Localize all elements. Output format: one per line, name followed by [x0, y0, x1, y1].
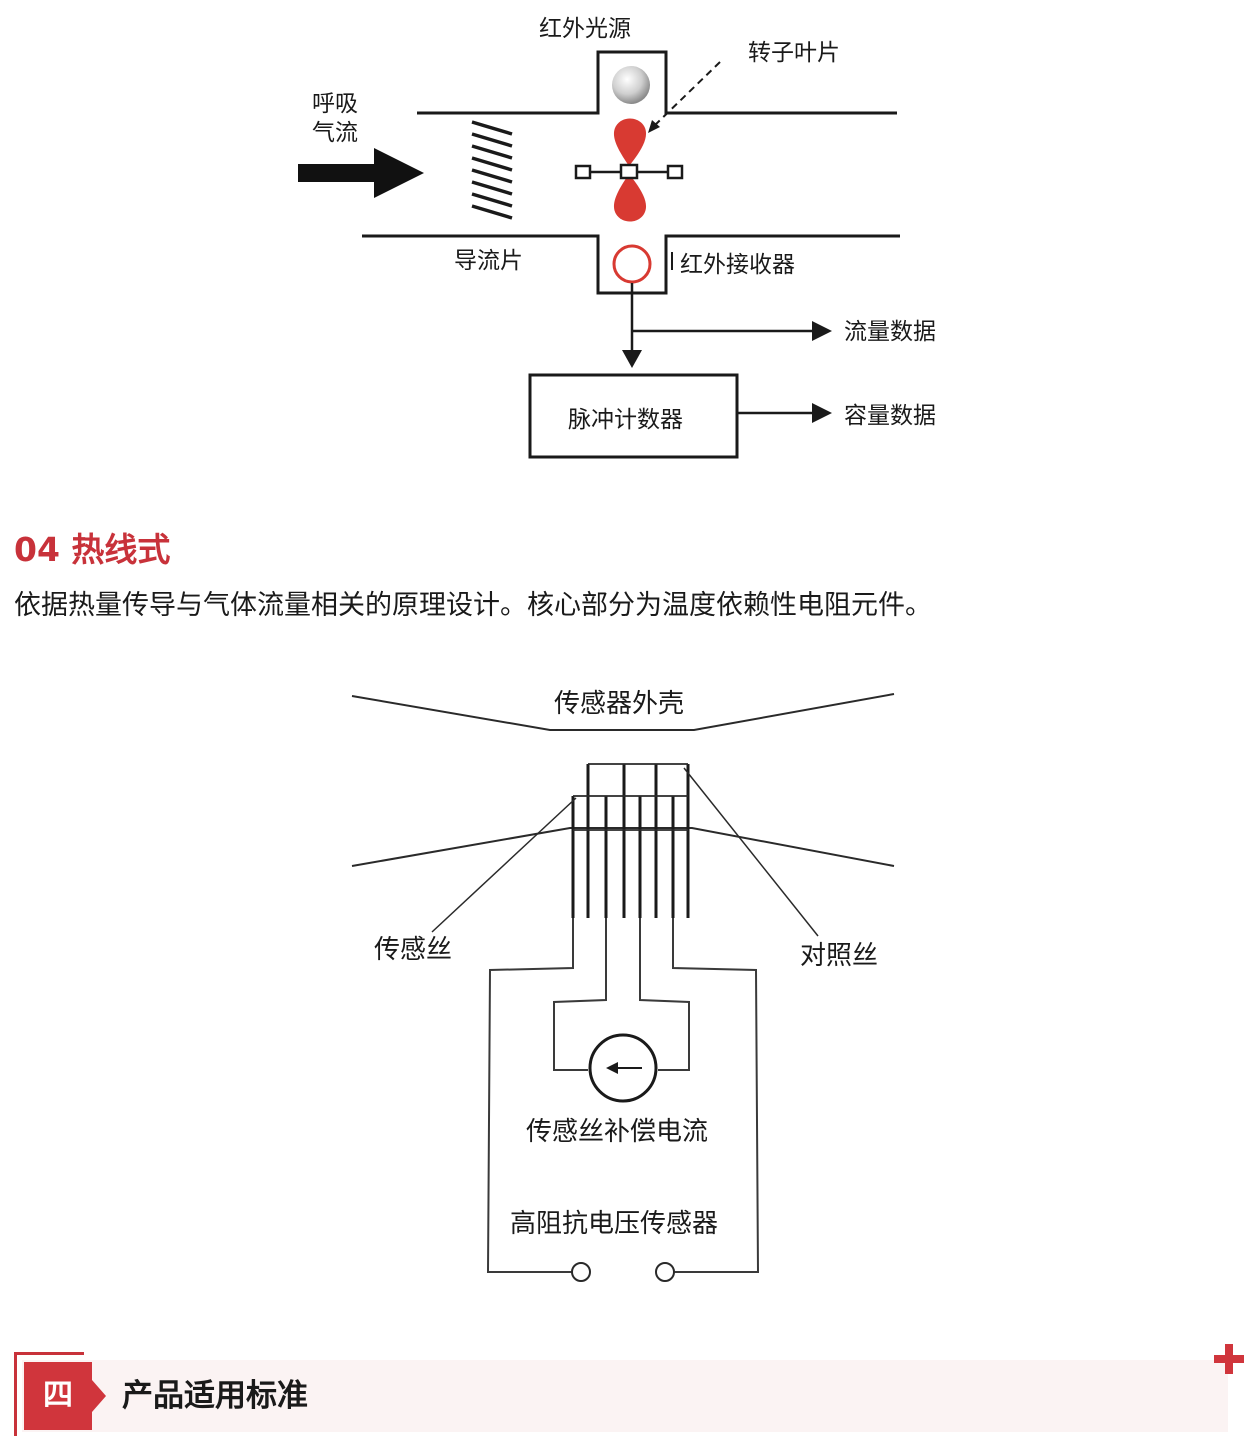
label-breath-airflow-1: 呼吸 — [312, 91, 358, 117]
housing-lower-line — [351, 827, 895, 867]
pulse-counter-box — [528, 373, 739, 459]
sensing-wire-leader — [431, 797, 577, 933]
counter-arrow-head — [622, 350, 642, 368]
label-ir-receiver: 红外接收器 — [680, 252, 795, 278]
chapter-number-pointer — [92, 1380, 106, 1412]
label-sensing-wire: 传感丝 — [374, 935, 452, 965]
current-direction-arrow — [606, 1062, 618, 1074]
turbine-flow-sensor-diagram: 红外光源 转子叶片 呼吸 气流 导流片 红外接收器 流量数据 脉冲计数器 容量数… — [298, 16, 936, 459]
label-breath-airflow-2: 气流 — [312, 120, 358, 146]
label-voltage-sensor: 高阻抗电压传感器 — [510, 1209, 718, 1239]
label-sensor-housing: 传感器外壳 — [554, 689, 684, 719]
flow-guide-vanes — [471, 120, 513, 220]
wire-grid — [571, 764, 690, 918]
section-body-text: 依据热量传导与气体流量相关的原理设计。核心部分为温度依赖性电阻元件。 — [14, 590, 932, 621]
volume-data-arrow-head — [812, 403, 832, 423]
circuit-wiring — [486, 918, 760, 1273]
label-flow-data: 流量数据 — [844, 319, 936, 345]
housing-upper-line — [351, 693, 895, 731]
chapter-number-badge: 四 — [24, 1362, 92, 1430]
section-heading: 04 热线式 — [14, 530, 171, 569]
hotwire-sensor-diagram: 传感器外壳 传感丝 对照丝 传感丝补偿电流 高阻抗电压传感器 — [351, 689, 895, 1282]
label-reference-wire: 对照丝 — [800, 941, 878, 971]
label-flow-guide: 导流片 — [454, 248, 523, 274]
chapter-header-frame — [14, 1352, 84, 1436]
ir-receiver-ring — [612, 244, 652, 284]
label-rotor-blade: 转子叶片 — [748, 40, 840, 66]
rotor-blade-top — [613, 118, 647, 166]
plus-icon[interactable] — [1212, 1342, 1246, 1376]
rotor-blade-bottom — [613, 174, 647, 222]
terminal-left — [571, 1262, 591, 1282]
rotor-blade-leader-head — [648, 120, 660, 133]
label-ir-source: 红外光源 — [539, 16, 631, 42]
airflow-arrow — [298, 148, 424, 198]
rotor-axle — [574, 163, 684, 180]
reference-wire-leader — [683, 767, 819, 937]
chapter-title: 产品适用标准 — [122, 1378, 308, 1414]
ir-source-ball — [612, 66, 650, 104]
flow-data-arrow-head — [812, 321, 832, 341]
label-compensation-current: 传感丝补偿电流 — [526, 1117, 708, 1147]
label-pulse-counter: 脉冲计数器 — [568, 407, 683, 433]
rotor-blade-leader — [653, 61, 721, 127]
terminal-right — [655, 1262, 675, 1282]
label-volume-data: 容量数据 — [844, 403, 936, 429]
tube-upper-wall — [417, 50, 897, 115]
chapter-header-bar — [22, 1360, 1228, 1432]
